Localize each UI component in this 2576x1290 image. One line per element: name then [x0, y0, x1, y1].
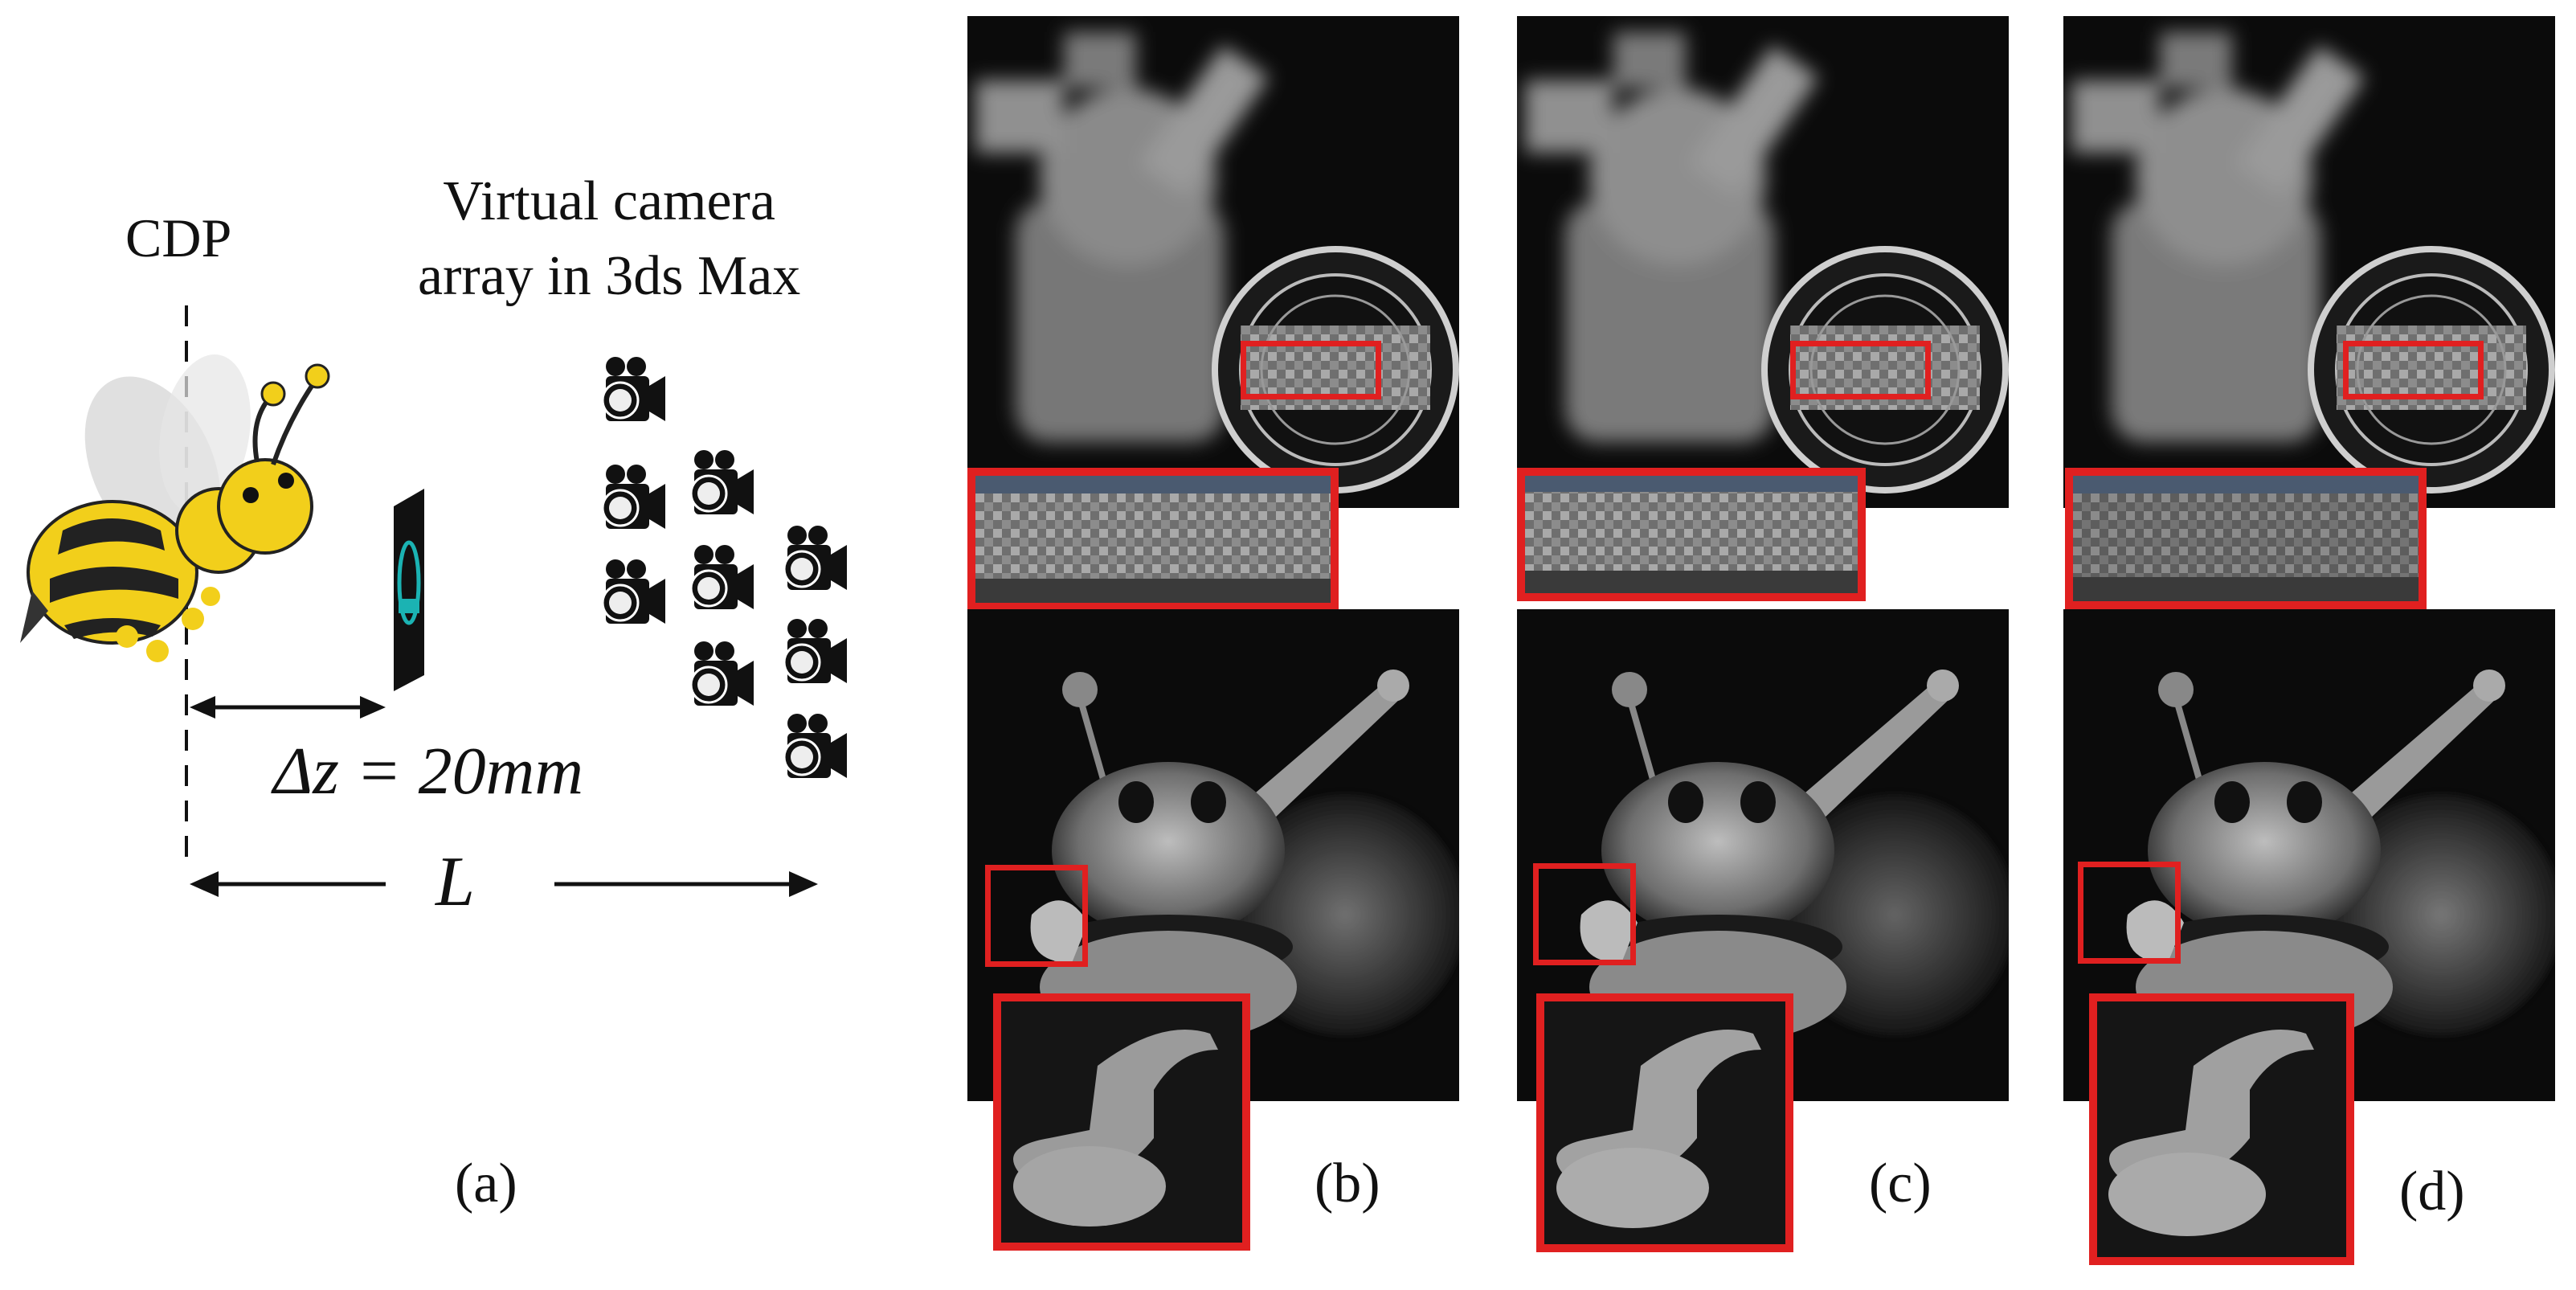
virtual-camera-label-line1: Virtual camera [443, 170, 775, 232]
zoom-region-seal [2343, 341, 2484, 399]
virtual-camera-label-line2: array in 3ds Max [418, 245, 801, 308]
column-b-seal-zoom [967, 468, 1339, 611]
caption-d: (d) [2399, 1161, 2465, 1222]
university-seal [2308, 246, 2555, 493]
column-d-top-image [2063, 16, 2555, 508]
video-camera-icon [689, 543, 755, 611]
video-camera-icon [783, 524, 848, 592]
video-camera-icon [783, 712, 848, 780]
zoom-region-wing [985, 865, 1088, 967]
video-camera-icon [601, 463, 667, 530]
bee-model [20, 354, 330, 662]
dz-arrow [190, 696, 386, 719]
column-d-seal-zoom [2065, 468, 2427, 609]
video-camera-icon [601, 355, 667, 423]
column-b-top-image [967, 16, 1459, 508]
video-camera-icon [689, 448, 755, 516]
display-screen [394, 489, 424, 691]
zoom-region-seal [1241, 341, 1381, 399]
video-camera-icon [689, 640, 755, 707]
distance-arrow [190, 871, 818, 897]
caption-c: (c) [1869, 1153, 1932, 1214]
zoom-region-wing [1533, 863, 1636, 965]
caption-a: (a) [455, 1153, 517, 1214]
cdp-label: CDP [125, 207, 232, 268]
column-c-wing-zoom [1536, 993, 1793, 1252]
video-camera-icon [601, 558, 667, 625]
zoom-region-wing [2078, 862, 2181, 964]
video-camera-icon [783, 617, 848, 685]
panel-a-diagram [20, 305, 848, 897]
university-seal [1761, 246, 2009, 493]
virtual-camera-label: Virtual camera array in 3ds Max [418, 164, 800, 313]
distance-label: L [435, 843, 475, 921]
column-b-wing-zoom [993, 993, 1250, 1251]
zoom-region-seal [1790, 341, 1931, 399]
column-c-top-image [1517, 16, 2009, 508]
caption-b: (b) [1315, 1153, 1380, 1214]
column-c-seal-zoom [1517, 468, 1866, 601]
dz-label: Δz = 20mm [273, 734, 583, 809]
column-d-wing-zoom [2089, 993, 2354, 1265]
